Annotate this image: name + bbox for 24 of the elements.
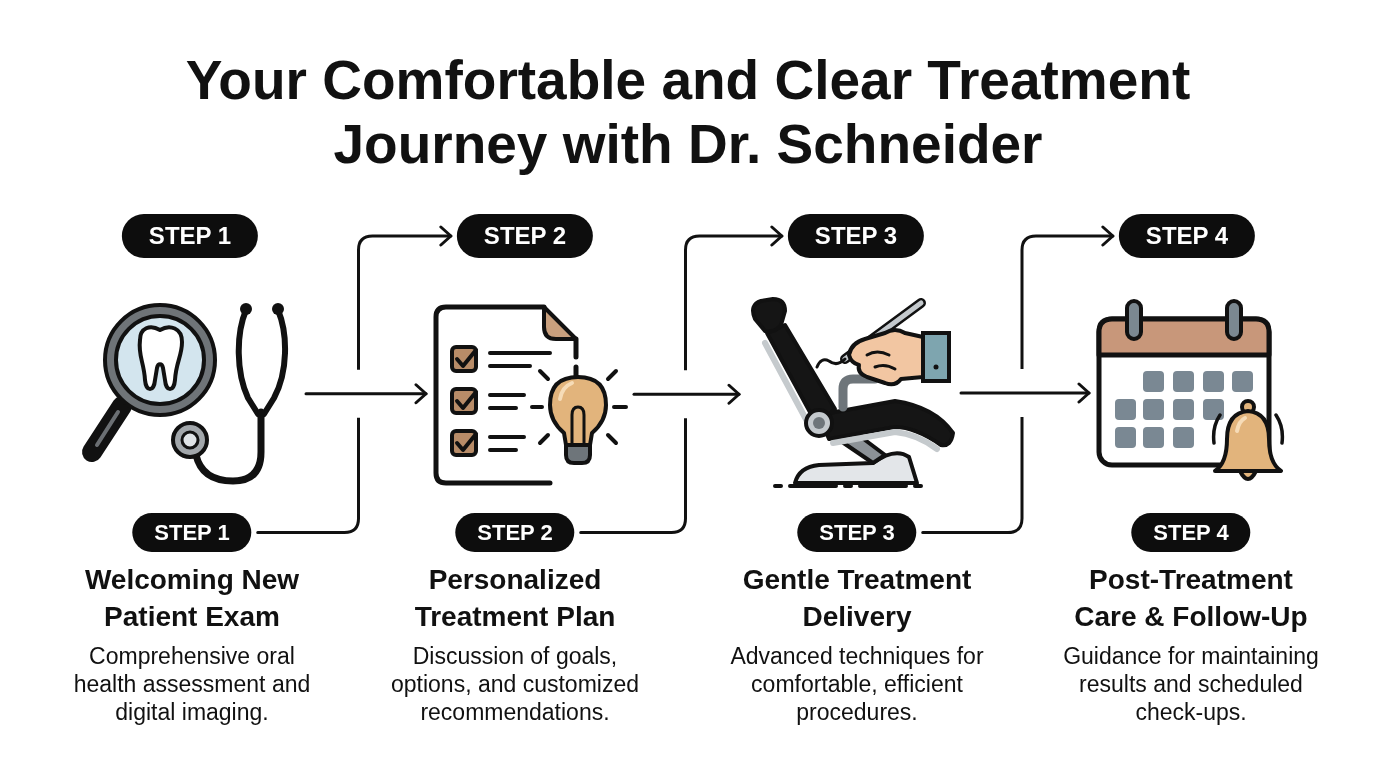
checklist-lightbulb-illustration: [432, 303, 628, 487]
step-badge: STEP 4: [1118, 214, 1256, 258]
step-badge: STEP 1: [121, 214, 259, 258]
step-heading: Post-Treatment Care & Follow-Up: [1073, 563, 1309, 634]
step-description: Advanced techniques for comfortable, efficient procedures.: [729, 642, 985, 726]
arrow: [632, 383, 741, 405]
connector-arrow: [579, 225, 784, 534]
step-badge: STEP 4: [1131, 513, 1251, 552]
connector-arrow: [256, 225, 453, 534]
step-badge: STEP 3: [787, 214, 925, 258]
arrow: [304, 383, 428, 405]
step-description: Discussion of goals, options, and customized recommendations.: [389, 642, 640, 726]
step-description: Guidance for maintaining results and scheduled check-ups.: [1062, 642, 1320, 726]
step-heading: Personalized Treatment Plan: [413, 563, 617, 634]
step-badge: STEP 1: [132, 513, 252, 552]
step-badge: STEP 3: [797, 513, 917, 552]
arrow: [959, 382, 1091, 404]
step-badge: STEP 2: [455, 513, 575, 552]
step-description: Comprehensive oral health assessment and digital imaging.: [72, 642, 312, 726]
step-heading: Gentle Treatment Delivery: [741, 563, 973, 634]
step-badge: STEP 2: [456, 214, 594, 258]
title: Your Comfortable and Clear Treatment Journey with Dr. Schneider: [184, 48, 1192, 176]
connector-arrow: [921, 225, 1115, 534]
step-heading: Welcoming New Patient Exam: [83, 563, 301, 634]
